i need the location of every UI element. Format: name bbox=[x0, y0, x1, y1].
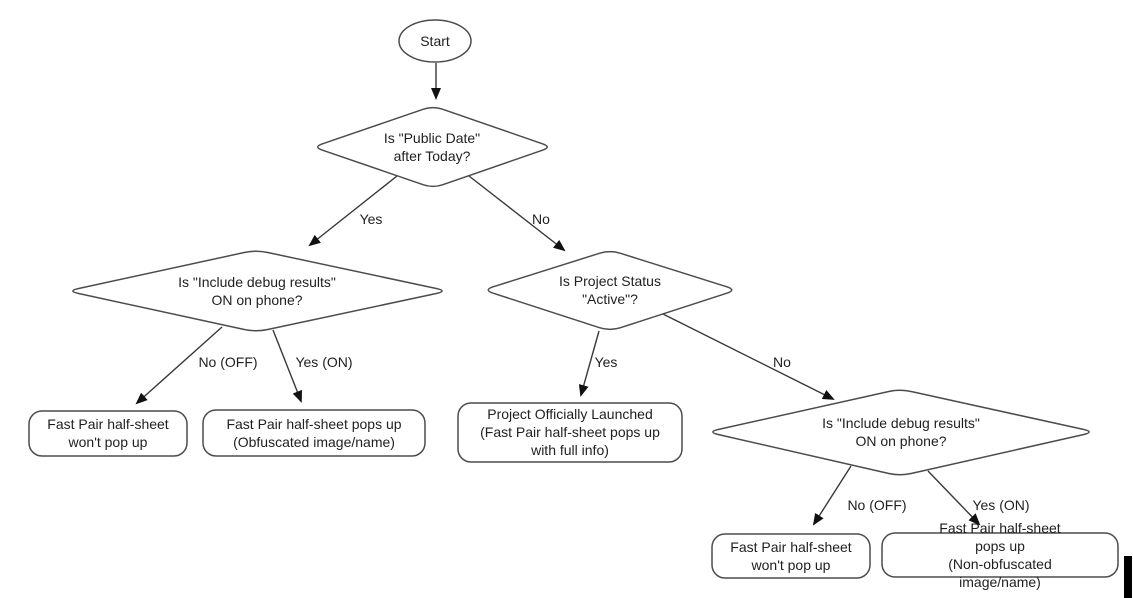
decision-project-status-shape bbox=[487, 250, 733, 331]
decision-debug-left-shape bbox=[72, 250, 443, 332]
result-popup-non-obfuscated-shape bbox=[881, 532, 1119, 578]
result-launched-shape bbox=[457, 402, 683, 463]
edge-label-debug-left-no: No (OFF) bbox=[198, 354, 258, 370]
arrow-debug-right-yes bbox=[927, 470, 981, 526]
result-no-popup-right-shape bbox=[711, 533, 871, 579]
decision-public-date-label: Is "Public Date" after Today? bbox=[383, 130, 481, 164]
decision-debug-right-shape bbox=[712, 389, 1090, 476]
result-popup-non-obfuscated-label: Fast Pair half-sheet pops up (Non-obfusc… bbox=[939, 520, 1061, 590]
decision-debug-right-label: Is "Include debug results" ON on phone? bbox=[822, 415, 980, 449]
arrow-debug-left-no bbox=[135, 326, 223, 405]
result-no-popup-left-label: Fast Pair half-sheet won't pop up bbox=[47, 416, 169, 450]
result-popup-obfuscated-label: Fast Pair half-sheet pops up (Obfuscated… bbox=[226, 416, 402, 450]
result-no-popup-left-shape bbox=[28, 410, 188, 457]
decision-project-status-label: Is Project Status "Active"? bbox=[559, 273, 661, 307]
edge-label-debug-right-yes: Yes (ON) bbox=[972, 497, 1030, 513]
arrow-public-date-yes bbox=[308, 175, 398, 247]
result-no-popup-right-label: Fast Pair half-sheet won't pop up bbox=[730, 539, 852, 573]
arrow-project-status-no bbox=[660, 312, 835, 400]
edge-label-public-date-no: No bbox=[532, 211, 550, 227]
start-node-shape bbox=[398, 19, 472, 63]
edge-label-debug-right-no: No (OFF) bbox=[847, 497, 907, 513]
arrow-project-status-yes bbox=[578, 330, 600, 397]
edge-label-public-date-yes: Yes bbox=[359, 211, 383, 227]
decision-public-date-shape bbox=[317, 106, 548, 188]
text-cursor-artifact bbox=[1124, 556, 1132, 598]
arrow-public-date-no bbox=[468, 175, 566, 252]
edge-label-debug-left-yes: Yes (ON) bbox=[295, 354, 353, 370]
start-node-label: Start bbox=[420, 33, 450, 49]
decision-debug-left-label: Is "Include debug results" ON on phone? bbox=[178, 274, 336, 308]
edge-label-project-status-yes: Yes bbox=[594, 354, 618, 370]
result-launched-label: Project Officially Launched (Fast Pair h… bbox=[480, 406, 660, 458]
arrow-debug-right-no bbox=[812, 465, 852, 526]
result-popup-obfuscated-shape bbox=[202, 409, 426, 457]
edge-label-project-status-no: No bbox=[773, 354, 791, 370]
arrow-debug-left-yes bbox=[272, 329, 302, 403]
